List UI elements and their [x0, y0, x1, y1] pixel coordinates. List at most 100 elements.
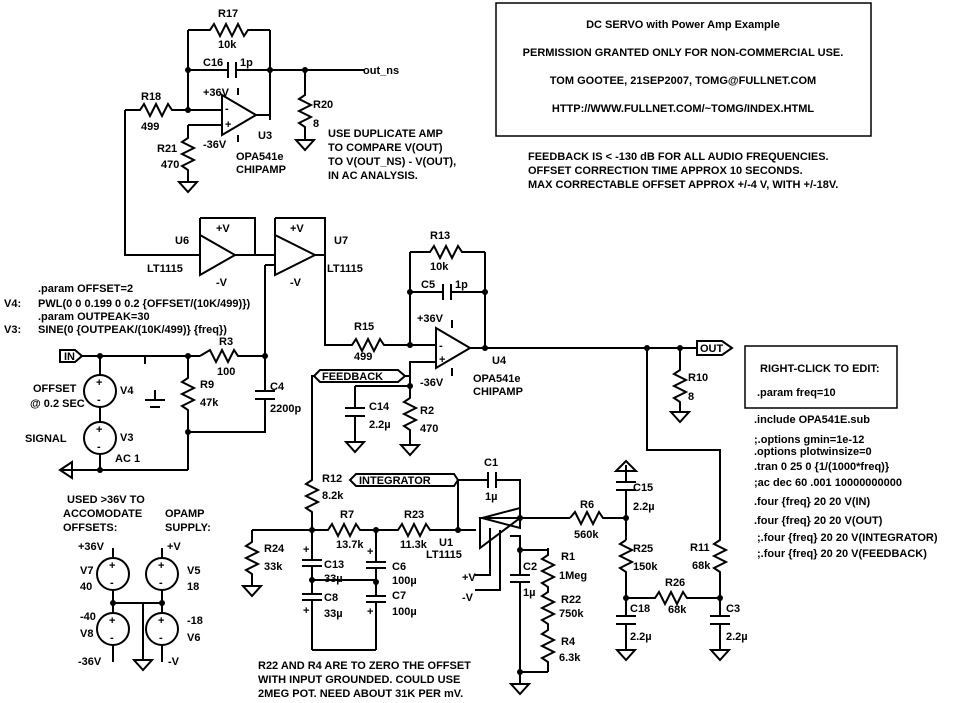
junction — [517, 669, 523, 675]
resistor-r26 — [626, 589, 720, 607]
c14-val: 2.2µ — [369, 419, 391, 431]
u3-m36: -36V — [203, 139, 227, 151]
wire — [312, 579, 377, 582]
ground-symbol — [613, 459, 639, 472]
u4-plus: + — [439, 354, 445, 366]
u3-minus: - — [225, 103, 229, 115]
capacitor-c5 — [410, 284, 485, 300]
ground-symbol — [710, 649, 730, 661]
capacitor-c2 — [510, 574, 530, 672]
v5-minus: - — [159, 577, 163, 589]
r6-ref: R6 — [580, 499, 594, 511]
r13-ref: R13 — [430, 230, 450, 242]
resistor-r18 — [125, 101, 188, 119]
note-used-1: USED >36V TO — [67, 494, 145, 506]
ground-symbol — [510, 683, 530, 695]
junction — [482, 345, 488, 351]
v7-minus: - — [110, 577, 114, 589]
v5-ref: V5 — [187, 565, 200, 577]
ground-symbol — [295, 139, 315, 151]
junction — [185, 429, 191, 435]
u7-val: LT1115 — [327, 263, 363, 275]
wire — [315, 254, 345, 346]
v7-plus: + — [109, 560, 115, 572]
u3-ref: U3 — [258, 130, 272, 142]
capacitor-c14 — [345, 385, 410, 442]
r11-ref: R11 — [690, 542, 710, 554]
r15-ref: R15 — [354, 321, 374, 333]
resistor-r12 — [303, 470, 321, 530]
resistor-r2 — [401, 376, 419, 445]
wire — [200, 217, 256, 248]
ground-symbol — [345, 441, 365, 453]
u1-val: LT1115 — [426, 549, 462, 561]
note-feedback-3: MAX CORRECTABLE OFFSET APPROX +/-4 V, WI… — [528, 179, 838, 191]
c5-ref: C5 — [421, 279, 435, 291]
note-opamp-supply-2: SUPPLY: — [165, 522, 211, 534]
v8-ref: V8 — [80, 628, 93, 640]
c18-val: 2.2µ — [630, 631, 652, 643]
junction — [185, 67, 191, 73]
wire — [275, 217, 326, 255]
v3-ref: V3 — [120, 432, 133, 444]
r23-val: 11.3k — [400, 539, 428, 551]
u6-vminus: -V — [216, 277, 228, 289]
c4-val: 2200p — [270, 403, 301, 415]
info-permission: PERMISSION GRANTED ONLY FOR NON-COMMERCI… — [523, 47, 844, 59]
c8-plus: + — [303, 605, 309, 617]
resistor-r25 — [617, 539, 635, 598]
r4-val: 6.3k — [559, 652, 581, 664]
u4-ref: U4 — [492, 355, 507, 367]
directive-line: ;.options gmin=1e-12 — [754, 434, 864, 446]
v3-minus: - — [97, 441, 101, 453]
v5-val: 18 — [187, 581, 199, 593]
v4-ref: V4 — [120, 385, 134, 397]
resistor-r24 — [243, 529, 312, 586]
resistor-r11 — [711, 535, 729, 598]
info-author: TOM GOOTEE, 21SEP2007, TOMG@FULLNET.COM — [550, 75, 816, 87]
ground-arrow — [58, 460, 188, 480]
directive-line: ;.four {freq} 20 20 V(FEEDBACK) — [757, 548, 927, 560]
c2-val: 1µ — [523, 587, 535, 599]
r7-ref: R7 — [340, 509, 354, 521]
ground-symbol — [400, 444, 420, 456]
u4-minus: - — [439, 340, 443, 352]
u3-plus: + — [225, 119, 231, 131]
r12-ref: R12 — [322, 473, 342, 485]
c6-ref: C6 — [392, 561, 406, 573]
resistor-r17 — [188, 21, 270, 39]
c13-plus: + — [303, 544, 309, 556]
r6-val: 560k — [574, 529, 599, 541]
v3-val: AC 1 — [115, 453, 140, 465]
capacitor-c15 — [616, 470, 636, 540]
r13-val: 10k — [430, 261, 449, 273]
opamp-u3 — [221, 93, 258, 137]
wire — [113, 602, 162, 660]
resistor-r23 — [376, 521, 458, 539]
v4-minus: - — [97, 394, 101, 406]
param-v4: PWL(0 0 0.199 0 0.2 {OFFSET/(10K/499)}) — [38, 298, 250, 310]
u7-vminus: -V — [290, 277, 302, 289]
junction — [517, 547, 523, 553]
junction — [407, 289, 413, 295]
param-outpeak: .param OUTPEAK=30 — [38, 311, 150, 323]
resistor-r21 — [179, 125, 197, 182]
directive-line: ;ac dec 60 .001 10000000000 — [754, 477, 902, 489]
r12-val: 8.2k — [322, 490, 344, 502]
ground-symbol — [145, 390, 165, 408]
param-v4-label: V4: — [4, 298, 21, 310]
u6-ref: U6 — [175, 235, 189, 247]
net-out: OUT — [700, 343, 724, 355]
directive-line: .options plotwinsize=0 — [754, 446, 872, 458]
r3-val: 100 — [217, 366, 235, 378]
r20-val: 8 — [313, 118, 319, 130]
note-duplicate-3: TO V(OUT_NS) - V(OUT), — [328, 156, 456, 168]
r23-ref: R23 — [404, 509, 424, 521]
net-out-ns: out_ns — [363, 65, 399, 77]
wire — [646, 348, 721, 535]
junction — [267, 67, 273, 73]
u4-p36: +36V — [417, 313, 444, 325]
r18-ref: R18 — [141, 91, 161, 103]
c16-val: 1p — [240, 57, 253, 69]
